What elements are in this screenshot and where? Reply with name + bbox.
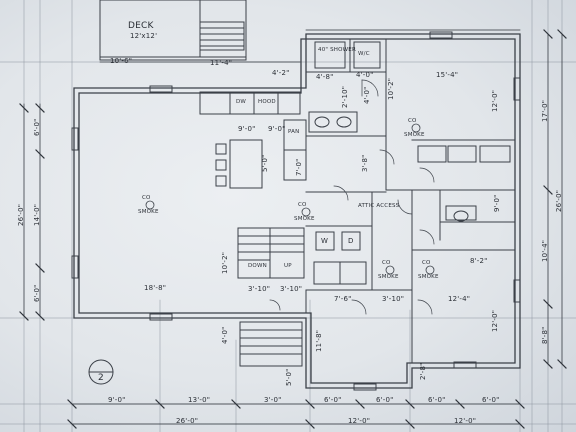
stair-up-label: UP: [284, 263, 292, 269]
deck-size: 12'x12': [130, 32, 158, 40]
dim-right-mid: 10'-4": [541, 239, 549, 262]
dimension-ticks: [19, 29, 567, 429]
hood-label: HOOD: [258, 99, 276, 105]
wc-label: W/C: [358, 51, 370, 57]
dim-top-master: 15'-4": [436, 71, 459, 79]
dryer-label: D: [348, 237, 354, 245]
dim-top-a: 4'-2": [272, 69, 290, 77]
window-marks: [71, 31, 521, 391]
shower-label: 40" SHOWER: [318, 47, 356, 53]
dim-bath-v3: 10'-2": [387, 77, 395, 100]
dim-left-lower: 6'-0": [33, 284, 41, 302]
co-label-bed2: CO: [422, 260, 431, 266]
dim-mid-v: 3'-8": [361, 154, 369, 172]
smoke-label-living: SMOKE: [138, 209, 159, 215]
washer-label: W: [321, 237, 329, 245]
dim-mid-v2: 5'-0": [285, 368, 293, 386]
dim-bed3: 8'-2": [470, 257, 488, 265]
dim-hall: 7'-6": [334, 295, 352, 303]
door-swings: [269, 79, 435, 315]
smoke-detectors: [145, 123, 435, 275]
dim-stair-b: 3'-10": [280, 285, 303, 293]
dim-top-b: 4'-8": [316, 73, 334, 81]
dim-closet-v: 9'-0": [493, 194, 501, 212]
dim-stair-v2: 4'-0": [221, 326, 229, 344]
attic-access-label: ATTIC ACCESS: [358, 203, 400, 209]
dim-bot-4: 6'-0": [324, 396, 342, 404]
co-label-master: CO: [408, 118, 417, 124]
smoke-label-bed: SMOKE: [378, 274, 399, 280]
co-label-living: CO: [142, 195, 151, 201]
dim-garage: 11'-8": [315, 329, 323, 352]
dim-right-upper: 17'-0": [541, 99, 549, 122]
dim-bath-v2: 4'-0": [363, 86, 371, 104]
dim-top-stair: 11'-4": [210, 59, 233, 67]
interior-walls: [199, 38, 516, 367]
dim-bot-1: 9'-0": [108, 396, 126, 404]
smoke-label-hall: SMOKE: [294, 216, 315, 222]
smoke-label-bed2: SMOKE: [418, 274, 439, 280]
dim-right-bed: 12'-0": [491, 309, 499, 332]
pantry-label: PAN: [288, 129, 300, 135]
dim-right-lower: 8'-8": [541, 326, 549, 344]
smoke-label-master: SMOKE: [404, 132, 425, 138]
dim-bot-6: 6'-0": [428, 396, 446, 404]
dim-kitchen-a: 9'-0": [238, 125, 256, 133]
co-label-bed: CO: [382, 260, 391, 266]
dim-top-deck: 10'-6": [110, 57, 133, 65]
dim-kitchen-c: 5'-0": [261, 154, 269, 172]
dim-stair-a: 3'-10": [248, 285, 271, 293]
dim-bot-3: 3'-0": [264, 396, 282, 404]
dim-bot-total-left: 26'-0": [176, 417, 199, 425]
dim-bot-7: 6'-0": [482, 396, 500, 404]
section-number: 2: [98, 373, 104, 383]
dim-bot-2: 13'-0": [188, 396, 211, 404]
stair-down-label: DOWN: [248, 263, 267, 269]
dim-hall2: 3'-10": [382, 295, 405, 303]
dim-left-total: 26'-0": [17, 203, 25, 226]
dim-right-master: 12'-0": [491, 89, 499, 112]
dim-right-total: 26'-0": [555, 189, 563, 212]
dim-kitchen-d: 7'-0": [295, 158, 303, 176]
dw-label: DW: [236, 99, 247, 105]
deck-label: DECK: [128, 21, 154, 31]
dim-living-width: 18'-8": [144, 284, 167, 292]
dim-bed2: 12'-4": [448, 295, 471, 303]
deck-outline: [99, 0, 247, 61]
dim-kitchen-b: 9'-0": [268, 125, 286, 133]
dim-bot-total-right: 12'-0": [454, 417, 477, 425]
co-label-hall: CO: [298, 202, 307, 208]
section-marker: [88, 359, 114, 385]
dim-bot-5: 6'-0": [376, 396, 394, 404]
dim-bath-v: 2'-10": [341, 85, 349, 108]
dim-closet-v2: 2'-8": [419, 362, 427, 380]
dim-stair-v: 10'-2": [221, 251, 229, 274]
exterior-walls: [73, 33, 521, 389]
dim-left-upper: 6'-0": [33, 118, 41, 136]
dim-top-c: 4'-0": [356, 71, 374, 79]
dim-left-mid: 14'-0": [33, 203, 41, 226]
dim-bot-total-mid: 12'-0": [348, 417, 371, 425]
